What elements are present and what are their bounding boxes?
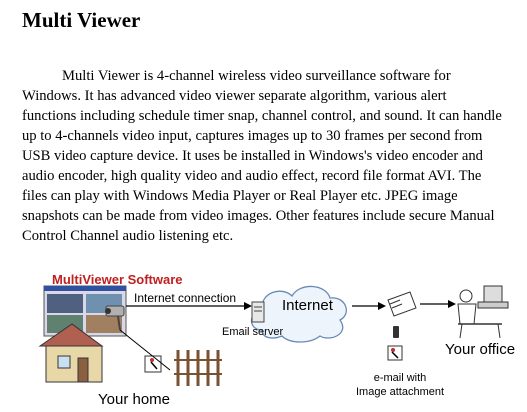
intruder-alert-icon (144, 355, 162, 373)
your-office-label: Your office (445, 341, 516, 358)
email-attachment-line1: e-mail with (373, 372, 427, 384)
fence-icon (174, 350, 222, 386)
your-home-label: Your home (98, 391, 170, 408)
office-computer-icon (457, 285, 509, 339)
alert-image-icon (387, 345, 403, 361)
envelope-icon (387, 291, 417, 317)
house-icon (38, 323, 104, 383)
mobile-device-icon (393, 326, 399, 338)
email-server-icon (251, 301, 265, 323)
software-label: MultiViewer Software (52, 272, 183, 287)
description-paragraph: Multi Viewer is 4-channel wireless video… (22, 68, 502, 244)
camera-icon (105, 305, 125, 331)
page-title: Multi Viewer (22, 8, 141, 32)
surveillance-link-line (119, 329, 171, 371)
internet-connection-label: Internet connection (134, 291, 237, 305)
email-attachment-label: e-mail with Image attachment (356, 371, 444, 399)
email-server-label: Email server (222, 326, 284, 338)
internet-connection-arrow (126, 302, 252, 310)
email-attachment-line2: Image attachment (356, 386, 445, 398)
network-diagram (38, 285, 509, 386)
internet-label: Internet (282, 297, 333, 314)
cloud-to-mail-arrow (352, 302, 386, 310)
mail-to-office-arrow (420, 300, 456, 308)
